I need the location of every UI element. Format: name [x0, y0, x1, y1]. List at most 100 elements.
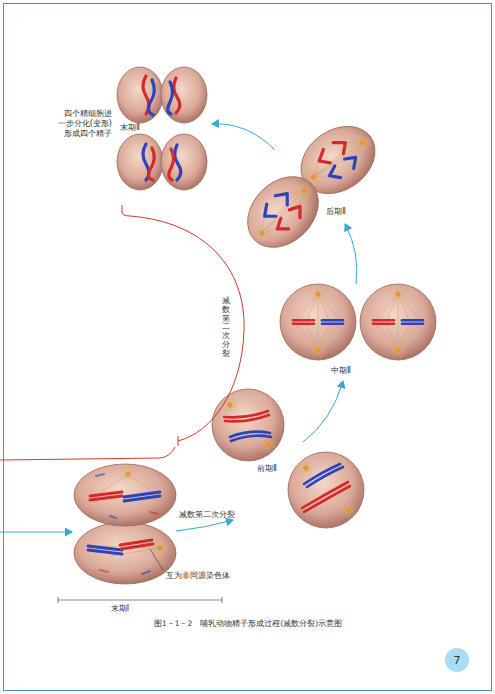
stage-bracket: [0, 205, 244, 460]
division-label: 减数第二次分裂: [179, 510, 235, 520]
metaphase-ii-cell: [390, 286, 406, 302]
page-number-badge: 7: [445, 648, 469, 672]
telophase-ii-cells: [143, 144, 181, 180]
badge-circle: [445, 648, 469, 672]
prophase-ii-cell: [307, 467, 343, 487]
anaphase-ii-cell: [345, 153, 361, 169]
anaphase-ii-cell: [262, 191, 304, 233]
telophase-i-cell: [96, 474, 104, 476]
metaphase-ii-cell: [294, 294, 318, 322]
anaphase-ii-cell: [234, 163, 333, 262]
process-arrow: [303, 381, 343, 442]
prophase-ii-cell: [340, 502, 356, 518]
stage-bracket: [178, 436, 179, 446]
stage-label: 前期Ⅱ: [257, 464, 277, 474]
telophase-ii-cells: [148, 80, 154, 115]
metaphase-ii-cell: [293, 319, 314, 322]
anaphase-ii-cell: [313, 143, 362, 177]
telophase-i-cell: [90, 496, 122, 500]
stage-label: 后期Ⅱ: [326, 207, 346, 217]
metaphase-ii-cell: [294, 322, 318, 350]
metaphase-ii-cell: [374, 294, 398, 322]
stage-label: 中期Ⅱ: [331, 366, 351, 376]
anaphase-ii-cell: [293, 179, 316, 202]
telophase-i-cell: [96, 474, 158, 574]
metaphase-ii-cell: [322, 319, 343, 322]
metaphase-ii-cell: [310, 286, 326, 302]
telophase-i-cell: [95, 474, 160, 556]
anaphase-ii-cell: [275, 189, 293, 207]
telophase-i-cell: [74, 464, 176, 526]
prophase-ii-cell: [212, 389, 284, 461]
telophase-i-cell: [88, 492, 160, 554]
anaphase-ii-cell: [260, 189, 306, 235]
metaphase-ii-cell: [374, 322, 398, 350]
anaphase-ii-cell: [288, 112, 388, 207]
prophase-ii-cell: [212, 389, 284, 461]
stage-bracket: [122, 205, 244, 441]
bracket: [222, 597, 223, 603]
anaphase-ii-cell: [315, 150, 332, 168]
process-arrow: [0, 124, 357, 532]
process-arrow: [0, 532, 72, 533]
stage-bracket: [0, 447, 175, 460]
metaphase-ii-cell: [310, 342, 326, 358]
telophase-i-cell: [100, 570, 108, 572]
stage-label: 末期Ⅰ: [111, 604, 129, 614]
anaphase-ii-cell: [234, 163, 333, 262]
telophase-ii-cells: [148, 148, 154, 180]
telophase-i-cell: [150, 512, 158, 514]
bracket: [58, 600, 222, 601]
anaphase-ii-cell: [260, 204, 278, 222]
anaphase-ii-cell: [289, 203, 305, 219]
anaphase-ii-cell: [288, 112, 388, 207]
anaphase-ii-cell: [315, 137, 360, 182]
metaphase-ii-cell: [398, 294, 422, 322]
telophase-ii-cells: [169, 149, 174, 180]
telophase-ii-cells: [175, 145, 181, 180]
telophase-i-cell: [74, 464, 176, 584]
metaphase-ii-cell: [390, 342, 406, 358]
prophase-ii-cell: [224, 411, 271, 441]
anaphase-ii-cell: [250, 222, 273, 245]
metaphase-ii-cell: [373, 319, 394, 322]
telophase-i-cell: [121, 544, 153, 549]
division-label: 减数第二次分裂: [222, 297, 230, 359]
metaphase-ii-cell: [280, 284, 356, 360]
metaphase-ii-cell: [280, 284, 356, 360]
telophase-i-cell: [110, 516, 116, 518]
telophase-ii-cells: [117, 67, 163, 123]
prophase-ii-cell: [298, 460, 314, 476]
telophase-i-cell: [88, 550, 122, 554]
process-arrow: [176, 520, 233, 531]
telophase-i-cell: [124, 496, 160, 501]
prophase-ii-cell: [231, 436, 271, 441]
telophase-ii-cells: [161, 134, 207, 190]
figure-caption: 图1－1－2 哺乳动物精子形成过程(减数分裂)示意图: [154, 619, 342, 628]
metaphase-ii-cell: [294, 294, 342, 350]
telophase-ii-cells: [168, 82, 173, 114]
anaphase-ii-cell: [258, 187, 304, 233]
telophase-ii-cells: [117, 67, 207, 190]
prophase-ii-cell: [288, 452, 364, 528]
metaphase-ii-cell: [360, 284, 436, 360]
metaphase-ii-cell: [318, 322, 342, 350]
process-arrow: [212, 124, 275, 150]
page-frame: [4, 4, 492, 691]
anaphase-ii-cell: [274, 218, 290, 234]
telophase-ii-cells: [117, 134, 163, 190]
prophase-ii-cell: [302, 482, 348, 508]
metaphase-ii-cell: [398, 322, 422, 350]
telophase-ii-cells: [143, 76, 180, 115]
telophase-ii-cells: [161, 67, 207, 123]
metaphase-ii-cell: [293, 320, 343, 324]
metaphase-ii-cell: [293, 322, 314, 325]
prophase-ii-cell: [222, 397, 238, 413]
metaphase-ii-cell: [373, 320, 423, 324]
leader-line: [150, 549, 163, 570]
telophase-i-cell: [128, 474, 155, 494]
telophase-i-cell: [74, 522, 176, 584]
bracket: [58, 597, 222, 603]
prophase-ii-cell: [225, 415, 269, 421]
